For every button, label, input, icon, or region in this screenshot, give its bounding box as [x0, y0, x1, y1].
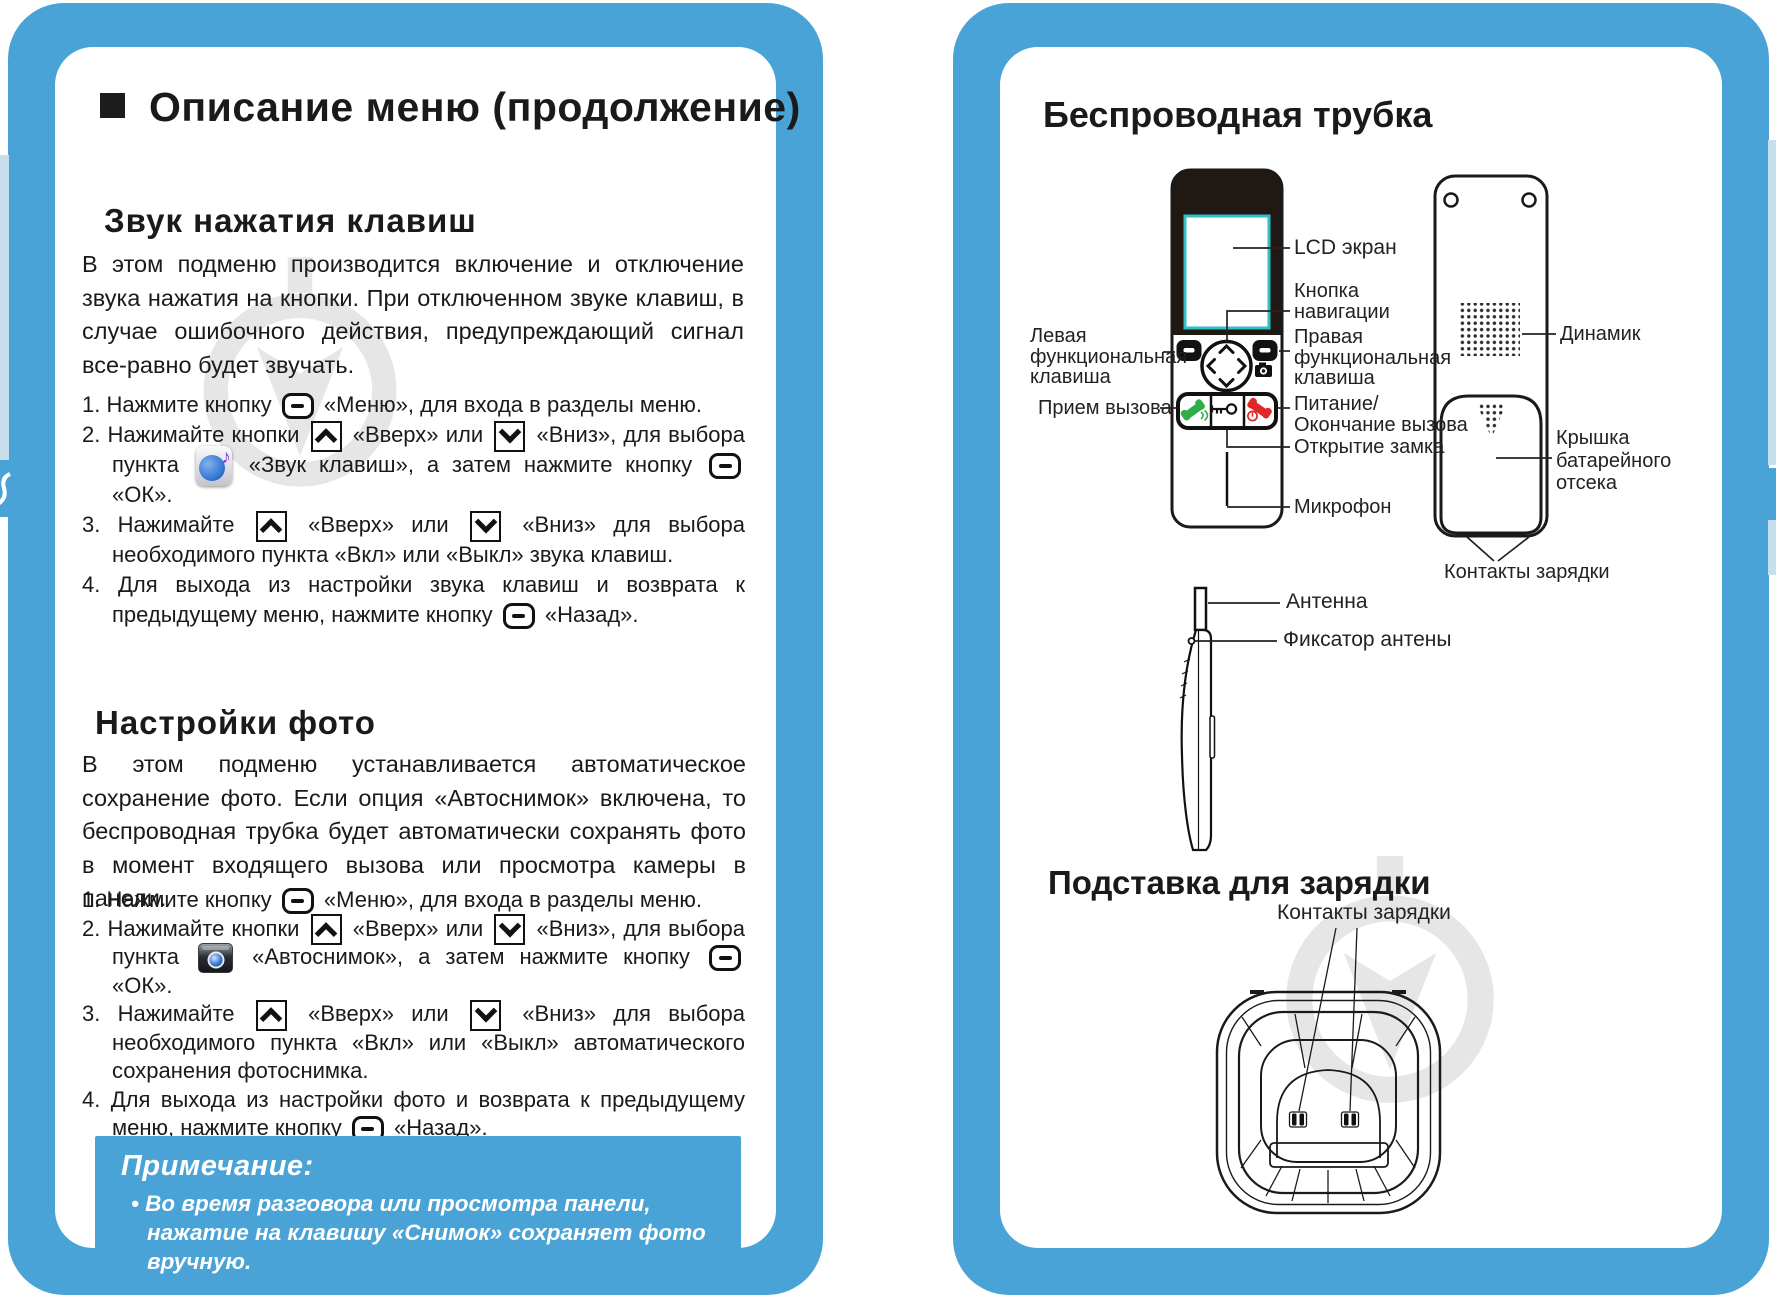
step-item: 3. Нажимайте «Вверх» или «Вниз» для выбо… [82, 510, 745, 570]
left-edge-pale-tab [0, 155, 9, 460]
note-bullet-text: • Во время разговора или просмотра панел… [131, 1191, 706, 1274]
down-button [494, 420, 526, 452]
step-text: «Меню», для входа в разделы меню. [317, 392, 703, 417]
section1-steps: 1. Нажмите кнопку «Меню», для входа в ра… [82, 390, 745, 630]
menu-button [281, 393, 314, 420]
label-charging-contacts-cradle: Контакты зарядки [1277, 901, 1451, 924]
key-sound-icon [195, 443, 232, 487]
right-edge-pale-tab-upper [1768, 140, 1776, 465]
step-text: «Вниз» для выбора необходимого пункта «В… [112, 1001, 746, 1083]
up-button [255, 999, 287, 1031]
label-answer-call: Прием вызова [1038, 397, 1172, 419]
label-antenna-lock: Фиксатор антены [1283, 628, 1452, 651]
step-text: 4. Для выхода из настройки фото и возвра… [82, 1086, 745, 1141]
section1-paragraph: В этом подменю производится включение и … [82, 251, 744, 378]
step-item: 1. Нажмите кнопку «Меню», для входа в ра… [82, 390, 745, 420]
step-text: «Автоснимок», а затем нажмите кнопку [237, 944, 705, 969]
step-item: 3. Нажимайте «Вверх» или «Вниз» для выбо… [82, 999, 746, 1086]
title-square-bullet-icon [100, 93, 125, 118]
label-antenna: Антенна [1286, 590, 1368, 613]
up-button [310, 420, 342, 452]
step-text: «Вверх» или [345, 422, 491, 447]
label-left-function-key: Левая функциональная клавиша [1030, 325, 1188, 388]
label-unlock: Открытие замка [1294, 436, 1445, 458]
label-lcd-screen: LCD экран [1294, 236, 1397, 259]
label-power-end-call: Питание/ Окончание вызова [1294, 393, 1468, 436]
down-button [470, 510, 501, 542]
step-text: «Вверх» или [345, 915, 491, 941]
label-battery-cover: Крышка батарейного отсека [1556, 427, 1672, 494]
step-text: «Назад». [387, 1115, 488, 1140]
step-text: «Вниз» для выбора необходимого пункта «В… [112, 512, 746, 567]
step-text: «Звук клавиш», а затем нажмите кнопку [235, 452, 705, 477]
right-edge-pale-tab-lower [1768, 520, 1776, 575]
tab-glyph-fragment [0, 472, 11, 505]
handset-section-title: Беспроводная трубка [1043, 94, 1433, 135]
left-edge-blue-tab [0, 460, 11, 517]
label-speaker: Динамик [1560, 323, 1641, 345]
left-page-frame [8, 3, 823, 1295]
section2-paragraph: В этом подменю устанавливается автоматич… [82, 751, 746, 911]
label-charging-contacts-back: Контакты зарядки [1444, 561, 1610, 583]
step-item: 4. Для выхода из настройки фото и возвра… [82, 1086, 745, 1143]
menu-button [709, 945, 741, 972]
right-edge-blue-tab [1765, 468, 1776, 520]
step-item: 1. Нажмите кнопку «Меню», для входа в ра… [82, 886, 745, 915]
cradle-section-title: Подставка для зарядки [1048, 864, 1431, 901]
down-button [470, 999, 501, 1031]
camera-icon [198, 943, 234, 974]
step-text: 3. Нажимайте [82, 1001, 252, 1026]
step-text: 2. Нажимайте кнопки [82, 915, 307, 941]
step-text: «ОК». [112, 482, 173, 507]
note-box: Примечание: • Во время разговора или про… [95, 1136, 741, 1274]
page-title-row: Описание меню (продолжение) [100, 84, 801, 131]
step-text: «Меню», для входа в разделы меню. [317, 887, 703, 912]
step-text: «Вверх» или [290, 512, 466, 537]
step-text: «Вниз», для выбора пункта [112, 422, 745, 477]
left-page-inner [55, 47, 776, 1248]
step-text: 4. Для выхода из настройки звука клавиш … [82, 572, 745, 627]
page-title: Описание меню (продолжение) [149, 84, 801, 130]
step-text: «Назад». [538, 602, 639, 627]
section1-heading: Звук нажатия клавиш [104, 202, 477, 239]
step-item: 4. Для выхода из настройки звука клавиш … [82, 570, 745, 630]
menu-button [502, 603, 535, 630]
step-text: «Вверх» или [290, 1001, 466, 1026]
down-button [494, 914, 526, 946]
up-button [255, 510, 287, 542]
step-text: 1. Нажмите кнопку [82, 392, 278, 417]
step-item: 2. Нажимайте кнопки «Вверх» или «Вниз», … [82, 914, 745, 1001]
step-text: «ОК». [112, 972, 173, 998]
menu-button [281, 888, 314, 915]
step-text: 1. Нажмите кнопку [82, 887, 278, 912]
label-right-function-key: Правая функциональная клавиша [1294, 326, 1452, 389]
label-nav-button: Кнопка навигации [1294, 280, 1390, 323]
section2-steps: 1. Нажмите кнопку «Меню», для входа в ра… [82, 886, 745, 1143]
step-text: «Вниз», для выбора пункта [112, 915, 745, 970]
step-item: 2. Нажимайте кнопки «Вверх» или «Вниз», … [82, 420, 745, 510]
step-text: 3. Нажимайте [82, 512, 252, 537]
note-heading: Примечание: [121, 1150, 314, 1182]
menu-button [709, 453, 741, 480]
label-microphone: Микрофон [1294, 496, 1392, 518]
section2-heading: Настройки фото [95, 704, 376, 741]
step-text: 2. Нажимайте кнопки [82, 422, 307, 447]
up-button [310, 914, 342, 946]
